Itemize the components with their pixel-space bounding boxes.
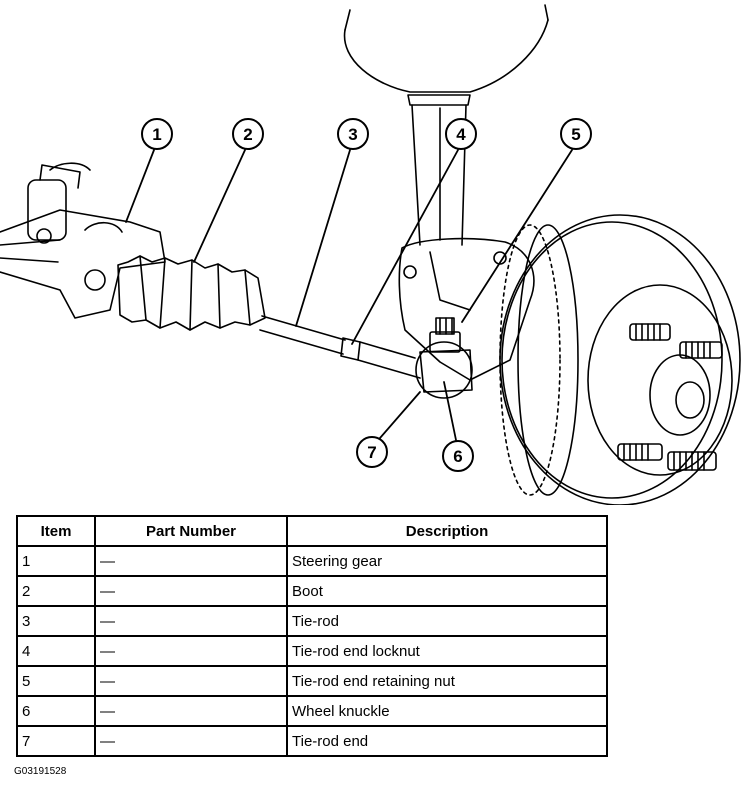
callout-4: 4	[445, 118, 477, 150]
callouts: 1 2 3 4 5 6 7	[141, 118, 592, 472]
item-cell: 4	[16, 635, 96, 667]
table-row: 4 — Tie-rod end locknut	[16, 635, 608, 667]
svg-text:2: 2	[243, 125, 252, 144]
part-number-cell: —	[94, 605, 288, 637]
description-cell: Tie-rod end retaining nut	[286, 665, 608, 697]
description-cell: Wheel knuckle	[286, 695, 608, 727]
item-cell: 2	[16, 575, 96, 607]
header-item: Item	[16, 515, 96, 547]
brake-rotor	[499, 214, 741, 505]
parts-table: Item Part Number Description 1 — Steerin…	[16, 515, 608, 757]
item-cell: 6	[16, 695, 96, 727]
item-cell: 7	[16, 725, 96, 757]
header-part-number: Part Number	[94, 515, 288, 547]
table-row: 7 — Tie-rod end	[16, 725, 608, 757]
table-row: 3 — Tie-rod	[16, 605, 608, 637]
item-cell: 5	[16, 665, 96, 697]
svg-text:5: 5	[571, 125, 580, 144]
tie-rod-end	[415, 317, 473, 399]
wheel-knuckle	[398, 237, 535, 381]
steering-linkage-illustration: 1 2 3 4 5 6 7	[0, 4, 741, 505]
table-row: 6 — Wheel knuckle	[16, 695, 608, 727]
wheel-studs	[617, 323, 723, 471]
callout-2: 2	[232, 118, 264, 150]
svg-text:6: 6	[453, 447, 462, 466]
part-number-cell: —	[94, 695, 288, 727]
part-number-cell: —	[94, 635, 288, 667]
table-row: 2 — Boot	[16, 575, 608, 607]
strut-assembly	[343, 4, 549, 246]
rack-boot	[117, 255, 266, 331]
svg-text:7: 7	[367, 443, 376, 462]
description-cell: Steering gear	[286, 545, 608, 577]
table-header-row: Item Part Number Description	[16, 515, 608, 547]
table-row: 5 — Tie-rod end retaining nut	[16, 665, 608, 697]
callout-1: 1	[141, 118, 173, 150]
part-number-cell: —	[94, 665, 288, 697]
description-cell: Tie-rod	[286, 605, 608, 637]
item-cell: 3	[16, 605, 96, 637]
svg-text:4: 4	[456, 125, 466, 144]
callout-3: 3	[337, 118, 369, 150]
tie-rod	[259, 315, 421, 379]
figure-id: G03191528	[14, 766, 67, 777]
description-cell: Boot	[286, 575, 608, 607]
callout-5: 5	[560, 118, 592, 150]
header-description: Description	[286, 515, 608, 547]
item-cell: 1	[16, 545, 96, 577]
part-number-cell: —	[94, 545, 288, 577]
callout-6: 6	[442, 440, 474, 472]
part-number-cell: —	[94, 725, 288, 757]
svg-text:3: 3	[348, 125, 357, 144]
table-row: 1 — Steering gear	[16, 545, 608, 577]
leader-lines	[125, 149, 573, 441]
part-number-cell: —	[94, 575, 288, 607]
steering-gear	[0, 162, 166, 319]
description-cell: Tie-rod end	[286, 725, 608, 757]
description-cell: Tie-rod end locknut	[286, 635, 608, 667]
callout-7: 7	[356, 436, 388, 468]
svg-text:1: 1	[152, 125, 161, 144]
